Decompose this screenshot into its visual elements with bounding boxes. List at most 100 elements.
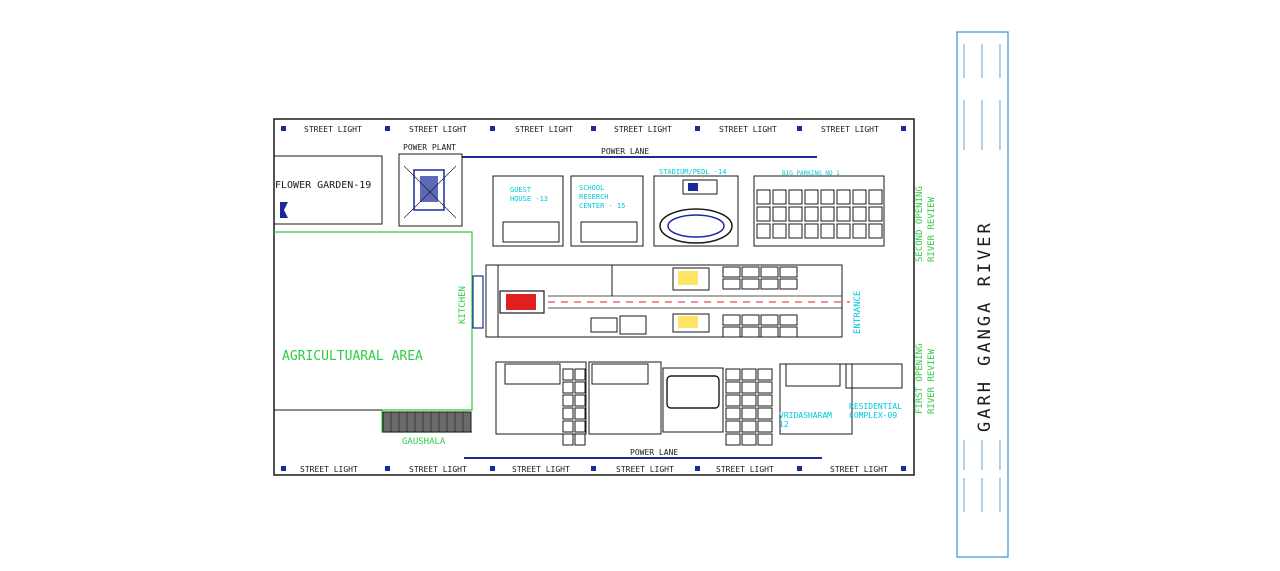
parking-slot — [779, 278, 798, 290]
street-light-label: STREET LIGHT — [830, 465, 888, 474]
building-block — [504, 363, 561, 385]
school-label: CENTER - 15 — [579, 202, 625, 210]
parking-slot — [852, 189, 867, 205]
kitchen-label: KITCHEN — [458, 286, 468, 324]
temple-core — [506, 294, 536, 310]
parking-slots — [722, 314, 798, 338]
power-plant-label: POWER PLANT — [403, 143, 456, 152]
street-light-markers — [281, 126, 906, 471]
parking-slot — [722, 326, 741, 338]
parking-slot — [772, 206, 787, 222]
stadium-pavilion-seat — [688, 183, 698, 191]
parking-slot — [820, 223, 835, 239]
parking-slot — [852, 223, 867, 239]
parking-slot — [574, 394, 586, 407]
street-light-label: STREET LIGHT — [515, 125, 573, 134]
guest-house-label: HOUSE -13 — [510, 195, 548, 203]
school-label: SCHOOL — [579, 184, 604, 192]
temple-base — [499, 290, 545, 314]
parking-slot — [741, 266, 760, 278]
big-parking — [753, 175, 885, 247]
parking-slot — [741, 381, 757, 394]
street-light-label: STREET LIGHT — [716, 465, 774, 474]
admin-block — [590, 317, 618, 333]
river-flow-lines — [963, 44, 1001, 512]
shop-block — [672, 313, 710, 333]
school-label: RESERCH — [579, 193, 609, 201]
big-parking-label: BIG PARKING NO 1 — [782, 170, 840, 177]
parking-slot — [779, 266, 798, 278]
parking-slot — [741, 278, 760, 290]
stadium-label: STADIUM/PEDL -14 — [659, 168, 726, 176]
parking-slot — [562, 420, 574, 433]
parking-slot — [804, 223, 819, 239]
street-light-label: STREET LIGHT — [512, 465, 570, 474]
building — [495, 361, 587, 435]
shop-block-fill — [678, 271, 698, 285]
stadium-track — [659, 208, 733, 244]
flower-garden — [273, 155, 383, 225]
parking-slot — [779, 326, 798, 338]
parking-slot — [836, 223, 851, 239]
parking-slot — [741, 394, 757, 407]
parking-slot — [722, 314, 741, 326]
parking-slot — [757, 381, 773, 394]
shop-block — [672, 267, 710, 291]
parking-slot — [725, 368, 741, 381]
stadium — [653, 175, 739, 247]
street-light-label: STREET LIGHT — [409, 465, 467, 474]
parking-slot — [788, 206, 803, 222]
parking-slot — [562, 433, 574, 446]
agricultural-area-boundary — [274, 231, 473, 433]
parking-slot — [836, 189, 851, 205]
stadium-field — [667, 214, 725, 238]
hospital-block — [666, 375, 720, 409]
parking-slot — [562, 381, 574, 394]
parking-slot — [562, 368, 574, 381]
gaushala-stalls — [390, 412, 464, 432]
parking-slot — [725, 394, 741, 407]
school-research-center — [570, 175, 644, 247]
parking-slot — [725, 381, 741, 394]
admin-block — [619, 315, 647, 335]
parking-slot — [725, 433, 741, 446]
power-lane-label: POWER LANE — [630, 448, 678, 457]
street-light-label: STREET LIGHT — [614, 125, 672, 134]
street-light-label: STREET LIGHT — [821, 125, 879, 134]
river-label: GARH GANGA RIVER — [975, 220, 995, 432]
parking-slots — [562, 368, 586, 446]
guest-house-block — [502, 221, 560, 243]
parking-slot — [722, 266, 741, 278]
guest-house — [492, 175, 564, 247]
parking-slot — [756, 206, 771, 222]
parking-slot — [741, 368, 757, 381]
parking-slot — [788, 189, 803, 205]
hospital — [662, 367, 724, 433]
parking-slot — [868, 223, 883, 239]
parking-slot — [574, 433, 586, 446]
parking-slot — [779, 314, 798, 326]
parking-slots — [725, 368, 773, 446]
parking-slot — [820, 189, 835, 205]
power-plant — [398, 153, 463, 227]
second-opening-label: SECOND OPENING — [915, 186, 925, 262]
first-opening-label: RIVER REVIEW — [927, 348, 937, 414]
river-panel — [956, 31, 1009, 558]
parking-slot — [772, 223, 787, 239]
vridasharam-label: 12 — [779, 420, 789, 429]
guest-house-label: GUEST — [510, 186, 532, 194]
parking-slot — [562, 394, 574, 407]
parking-slot — [757, 433, 773, 446]
parking-slot — [852, 206, 867, 222]
entrance-label: ENTRANCE — [853, 291, 863, 334]
school-block — [580, 221, 638, 243]
parking-slot — [574, 368, 586, 381]
vridasharam — [779, 363, 853, 435]
parking-slot — [804, 189, 819, 205]
parking-slot — [760, 326, 779, 338]
parking-slot — [757, 394, 773, 407]
flower-garden-marker — [280, 202, 288, 218]
street-light-label: STREET LIGHT — [719, 125, 777, 134]
kitchen-block — [472, 275, 484, 329]
